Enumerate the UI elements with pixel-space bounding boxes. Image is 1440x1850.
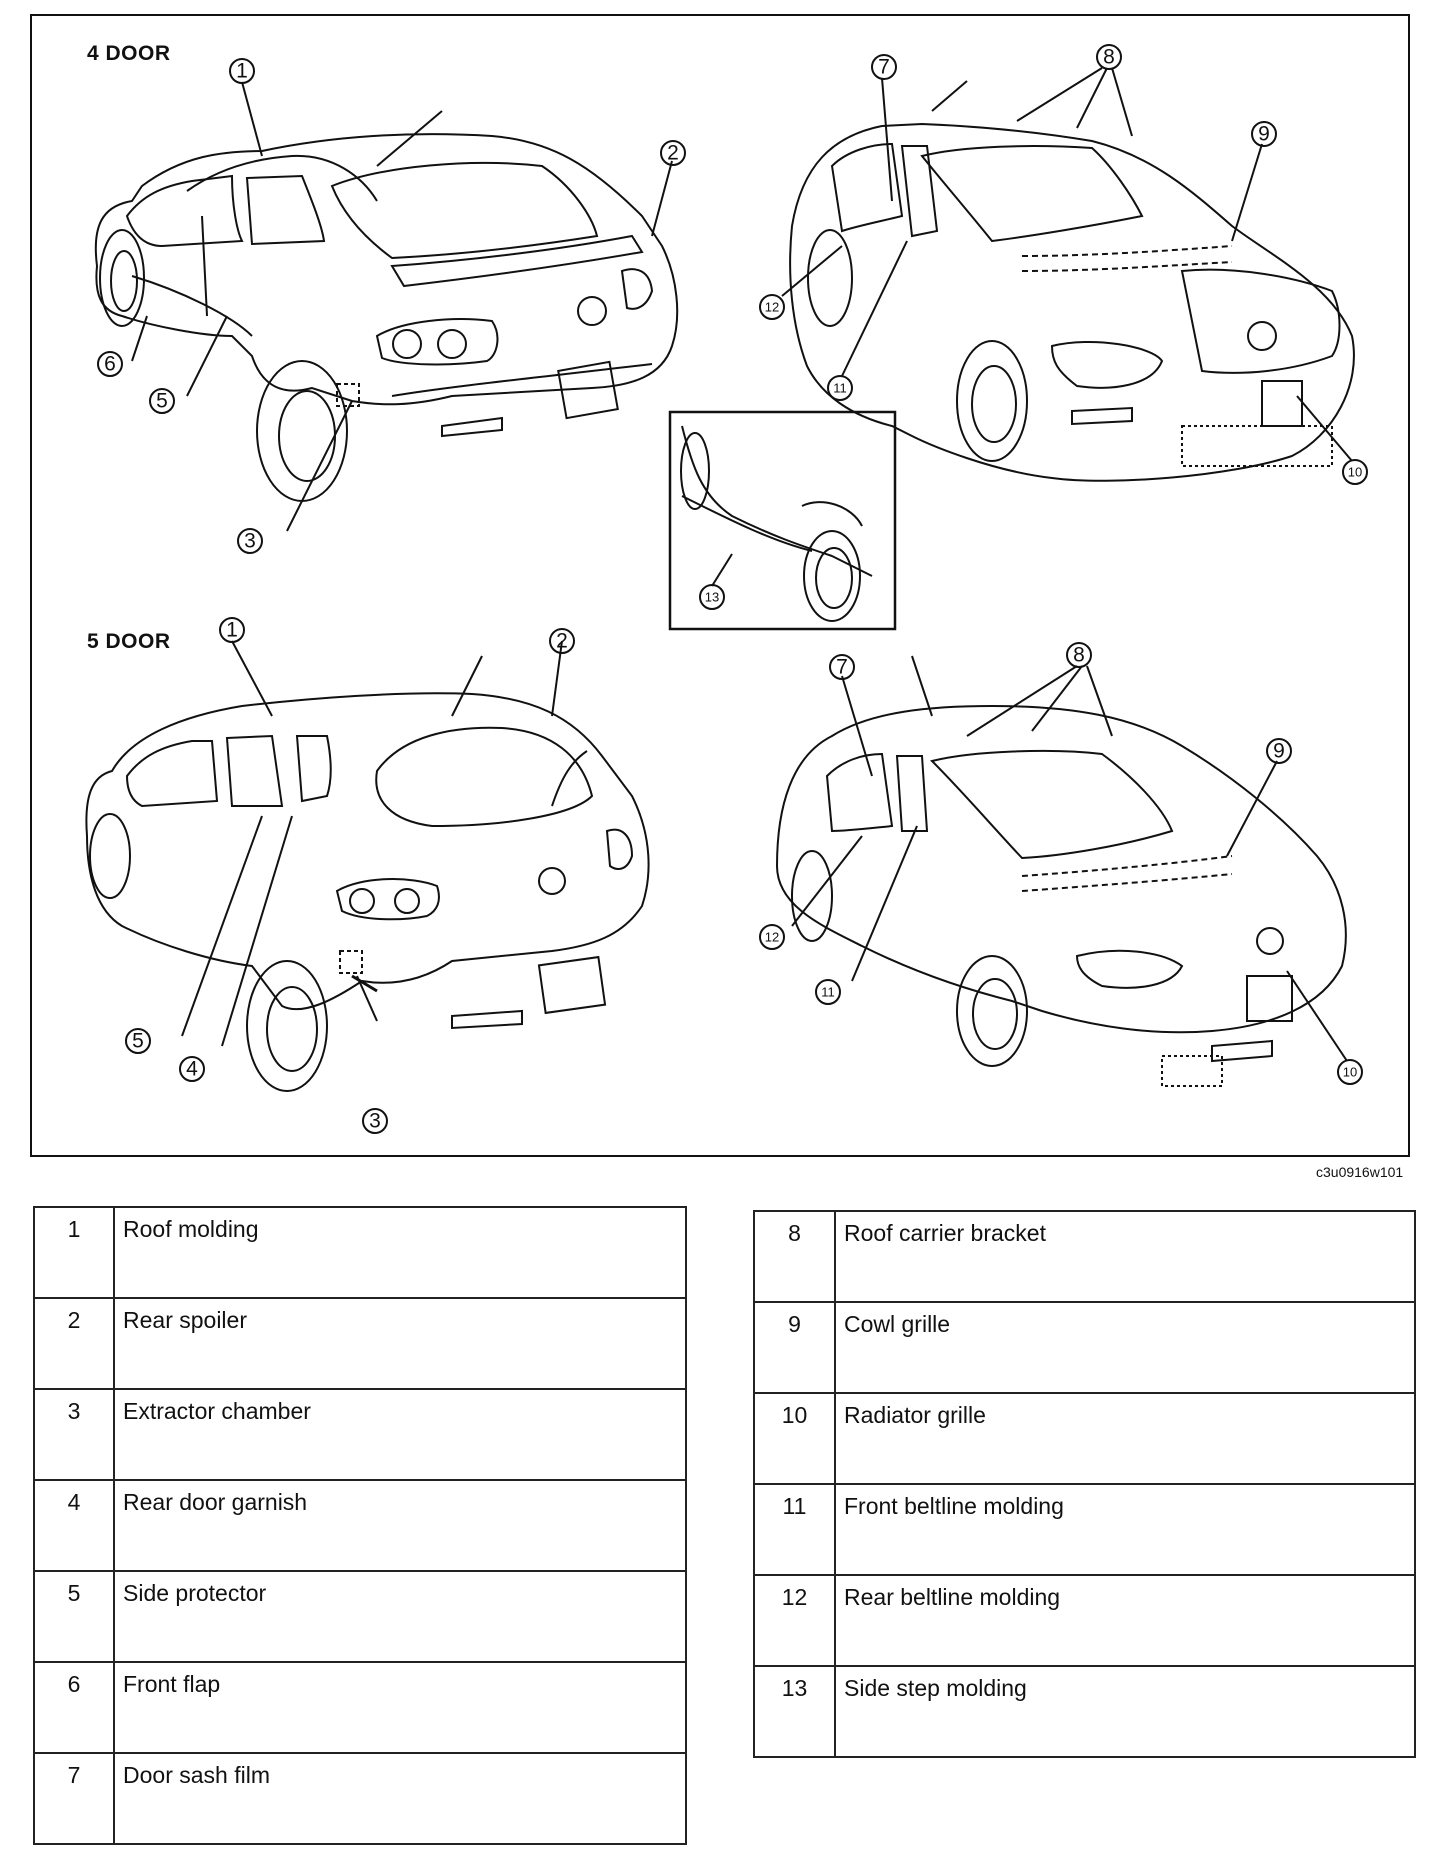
callout-4-5door: 4 xyxy=(186,1058,198,1081)
legend-label: Cowl grille xyxy=(834,1301,1416,1394)
legend-label: Extractor chamber xyxy=(113,1388,687,1481)
legend-label: Front beltline molding xyxy=(834,1483,1416,1576)
section-title-4door: 4 DOOR xyxy=(87,42,171,65)
callout-5-4door: 5 xyxy=(156,390,168,413)
callout-12-5door: 12 xyxy=(765,930,779,945)
legend-label: Side protector xyxy=(113,1570,687,1663)
legend-label: Front flap xyxy=(113,1661,687,1754)
legend-number: 4 xyxy=(33,1479,115,1572)
callout-1-5door: 1 xyxy=(226,619,238,642)
legend-number: 8 xyxy=(753,1210,836,1303)
legend-number: 6 xyxy=(33,1661,115,1754)
legend-number: 13 xyxy=(753,1665,836,1758)
legend-label: Rear spoiler xyxy=(113,1297,687,1390)
inset-side-step-illustration xyxy=(680,425,873,622)
legend-label: Radiator grille xyxy=(834,1392,1416,1485)
legend-number: 9 xyxy=(753,1301,836,1394)
callout-3-5door: 3 xyxy=(369,1110,381,1133)
callout-10-5door: 10 xyxy=(1343,1065,1357,1080)
legend-number: 2 xyxy=(33,1297,115,1390)
sedan-rear-illustration xyxy=(94,110,679,502)
callout-13-inset: 13 xyxy=(705,590,719,605)
callout-12-4door: 12 xyxy=(765,300,779,315)
hatchback-rear-illustration xyxy=(85,655,650,1092)
callout-11-5door: 11 xyxy=(821,985,835,1000)
legend-number: 7 xyxy=(33,1752,115,1845)
callout-9-4door: 9 xyxy=(1258,123,1270,146)
callout-2-4door: 2 xyxy=(667,142,679,165)
hatchback-front-illustration xyxy=(775,655,1347,1087)
legend-label: Side step molding xyxy=(834,1665,1416,1758)
legend-number: 10 xyxy=(753,1392,836,1485)
callout-11-4door: 11 xyxy=(833,381,847,396)
legend-label: Rear beltline molding xyxy=(834,1574,1416,1667)
legend-number: 11 xyxy=(753,1483,836,1576)
callout-9-5door: 9 xyxy=(1273,740,1285,763)
callout-1-4door: 1 xyxy=(236,60,248,83)
legend-label: Roof carrier bracket xyxy=(834,1210,1416,1303)
figure-id: c3u0916w101 xyxy=(1316,1164,1404,1180)
section-title-5door: 5 DOOR xyxy=(87,630,171,653)
callout-8-4door: 8 xyxy=(1103,46,1115,69)
callout-2-5door: 2 xyxy=(556,630,568,653)
legend-label: Roof molding xyxy=(113,1206,687,1299)
legend-number: 12 xyxy=(753,1574,836,1667)
callout-5-5door: 5 xyxy=(132,1030,144,1053)
callout-6-4door: 6 xyxy=(104,353,116,376)
legend-label: Rear door garnish xyxy=(113,1479,687,1572)
callout-8-5door: 8 xyxy=(1073,644,1085,667)
callout-7-5door: 7 xyxy=(836,656,848,679)
legend-number: 5 xyxy=(33,1570,115,1663)
legend-number: 1 xyxy=(33,1206,115,1299)
diagram-frame: 1 2 3 5 6 7 8 9 10 11 12 13 1 2 3 4 5 7 … xyxy=(30,14,1410,1157)
callout-10-4door: 10 xyxy=(1348,465,1362,480)
car-illustrations: 1 2 3 5 6 7 8 9 10 11 12 13 1 2 3 4 5 7 … xyxy=(85,44,1368,1134)
callout-3-4door: 3 xyxy=(244,530,256,553)
callout-7-4door: 7 xyxy=(878,56,890,79)
sedan-front-illustration xyxy=(789,80,1355,482)
legend-label: Door sash film xyxy=(113,1752,687,1845)
legend-number: 3 xyxy=(33,1388,115,1481)
